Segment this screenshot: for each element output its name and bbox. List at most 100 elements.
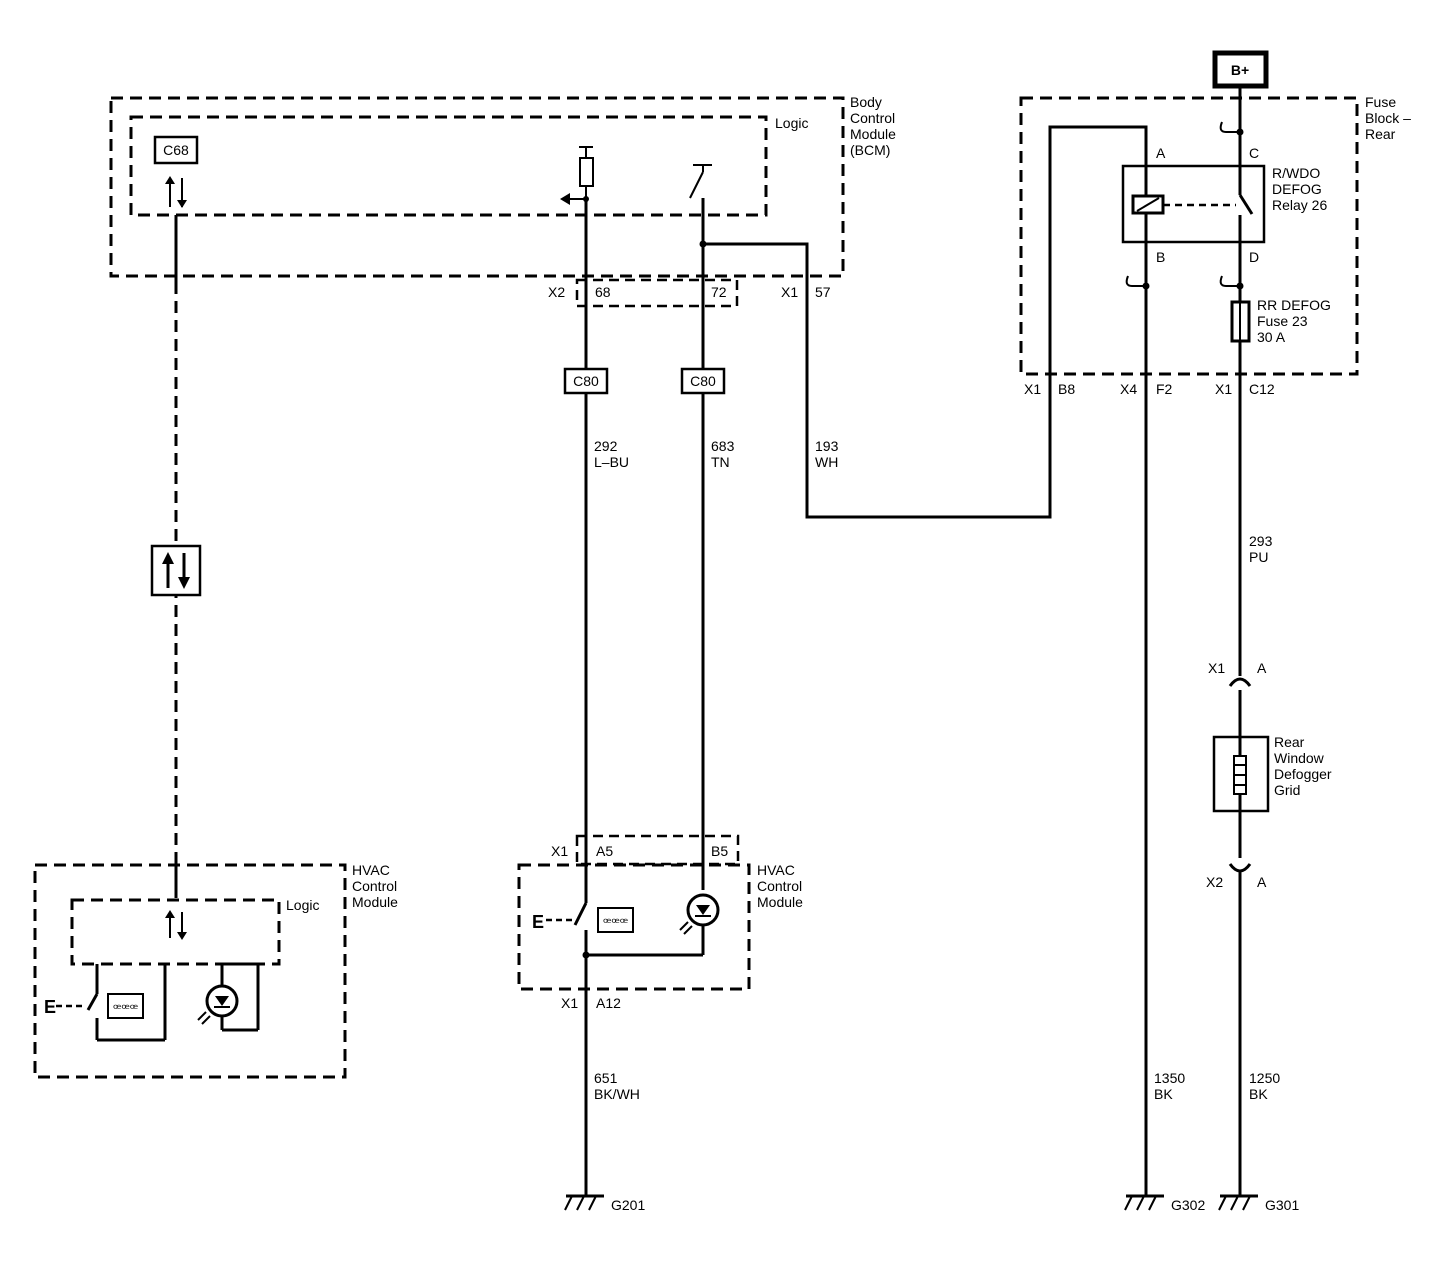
hvac-left-logic-label: Logic [286, 897, 319, 913]
bcm-x1-label: X1 [781, 284, 798, 300]
ground-g302-icon [1124, 1194, 1164, 1211]
relay-name-1: R/WDO [1272, 165, 1320, 181]
fb-x1-b-label: X1 [1024, 381, 1041, 397]
ground-g201-icon [564, 1194, 604, 1211]
wire-1250-circuit: 1250 [1249, 1070, 1280, 1086]
fuse-block-name-2: Block – [1365, 110, 1411, 126]
relay-pin-c: C [1249, 145, 1259, 161]
hvac-mid-name-3: Module [757, 894, 803, 910]
hvac-mid-x1-bottom-label: X1 [561, 995, 578, 1011]
bcm-module: Logic Body Control Module (BCM) C68 [109, 94, 896, 278]
wire-193-color: WH [815, 454, 838, 470]
wire-193-circuit: 193 [815, 438, 839, 454]
hvac-mid-module: X1 A5 B5 HVAC Control Module E ꟹꟹꟹ X1 A1… [517, 834, 803, 1011]
bcm-pin-72: 72 [711, 284, 727, 300]
bcm-logic-label: Logic [775, 115, 808, 131]
c80-right-label: C80 [690, 373, 716, 389]
hvac-mid-x1-label: X1 [551, 843, 568, 859]
hvac-left-logic-outline [70, 898, 281, 966]
grid-x1-pin: A [1257, 660, 1267, 676]
relay-pin-a: A [1156, 145, 1166, 161]
wire-193 [703, 125, 1148, 519]
bcm-outline [109, 96, 845, 278]
wire-1350-color: BK [1154, 1086, 1173, 1102]
hvac-mid-outline [517, 863, 751, 991]
bcm-x2-connector [575, 278, 739, 308]
ground-g201-label: G201 [611, 1197, 645, 1213]
hvac-mid-name-2: Control [757, 878, 802, 894]
hvac-mid-x1-connector [575, 834, 740, 866]
svg-text:E: E [44, 997, 56, 1017]
c80-right-box [680, 367, 726, 395]
bcm-pin-68: 68 [595, 284, 611, 300]
fuse-name-3: 30 A [1257, 329, 1286, 345]
fuse-block-outline [1019, 96, 1359, 376]
grid-x2-label: X2 [1206, 874, 1223, 890]
relay-coil-icon [1131, 166, 1236, 242]
c80-left-label: C80 [573, 373, 599, 389]
fb-pin-f2: F2 [1156, 381, 1173, 397]
grid-x1-label: X1 [1208, 660, 1225, 676]
hvac-left-button-icon: E ꟹꟹꟹ [44, 993, 144, 1019]
wire-292-circuit: 292 [594, 438, 618, 454]
wire-683-circuit: 683 [711, 438, 735, 454]
c68-label: C68 [163, 142, 189, 158]
fb-pin-c12: C12 [1249, 381, 1275, 397]
bcm-name-4: (BCM) [850, 142, 890, 158]
grid-name-1: Rear [1274, 734, 1305, 750]
fuse-block-name-1: Fuse [1365, 94, 1396, 110]
bcm-name-3: Module [850, 126, 896, 142]
wire-651-circuit: 651 [594, 1070, 618, 1086]
grid-name-2: Window [1274, 750, 1325, 766]
hvac-mid-name-1: HVAC [757, 862, 795, 878]
wire-1350-circuit: 1350 [1154, 1070, 1185, 1086]
fuse-name-2: Fuse 23 [1257, 313, 1308, 329]
hvac-mid-indicator-lamp-icon [679, 893, 720, 935]
wire-293-color: PU [1249, 549, 1268, 565]
bcm-name-2: Control [850, 110, 895, 126]
bcm-logic-outline [129, 115, 768, 217]
hvac-mid-pin-a5: A5 [596, 843, 613, 859]
fuse-d-terminal-icon [1219, 275, 1244, 290]
grid-x1-connector-icon [1228, 677, 1252, 687]
hvac-left-indicator-lamp-icon [197, 962, 260, 1032]
wire-293-circuit: 293 [1249, 533, 1273, 549]
bcm-input-resistor-icon [560, 146, 594, 205]
grid-x2-pin: A [1257, 874, 1267, 890]
ground-g301-label: G301 [1265, 1197, 1299, 1213]
hvac-mid-pin-b5: B5 [711, 843, 728, 859]
grid-name-3: Defogger [1274, 766, 1332, 782]
fuse-name-1: RR DEFOG [1257, 297, 1331, 313]
fb-x1-c-label: X1 [1215, 381, 1232, 397]
relay-pin-d: D [1249, 249, 1259, 265]
rear-defogger-grid-icon [1212, 735, 1270, 813]
svg-text:ꟹꟹꟹ: ꟹꟹꟹ [603, 915, 628, 930]
relay-switch-icon [1238, 194, 1254, 242]
ground-g301-icon [1218, 1194, 1258, 1211]
fuse-c-terminal-icon [1219, 121, 1244, 136]
fb-pin-b8: B8 [1058, 381, 1075, 397]
grid-name-4: Grid [1274, 782, 1300, 798]
wire-651-color: BK/WH [594, 1086, 640, 1102]
fuse-b-terminal-icon [1125, 275, 1150, 290]
bcm-name-1: Body [850, 94, 882, 110]
bcm-pin-57: 57 [815, 284, 831, 300]
bplus-label: B+ [1231, 62, 1249, 78]
hvac-left-module: Logic HVAC Control Module E ꟹꟹꟹ [33, 862, 398, 1079]
bcm-serial-data-icon [165, 176, 187, 208]
hvac-left-name-3: Module [352, 894, 398, 910]
wire-1250-color: BK [1249, 1086, 1268, 1102]
relay-name-3: Relay 26 [1272, 197, 1327, 213]
relay-outline [1121, 164, 1266, 244]
c80-left-box [563, 367, 609, 395]
relay-pin-b: B [1156, 249, 1165, 265]
wire-683-color: TN [711, 454, 730, 470]
fb-x4-label: X4 [1120, 381, 1137, 397]
bcm-output-switch-icon [689, 164, 712, 199]
relay-name-2: DEFOG [1272, 181, 1322, 197]
rr-defog-fuse-icon [1230, 300, 1251, 343]
grid-x2-connector-icon [1228, 863, 1252, 873]
c68-box [153, 135, 199, 165]
hvac-mid-switch-icon: E ꟹꟹꟹ [532, 902, 634, 933]
